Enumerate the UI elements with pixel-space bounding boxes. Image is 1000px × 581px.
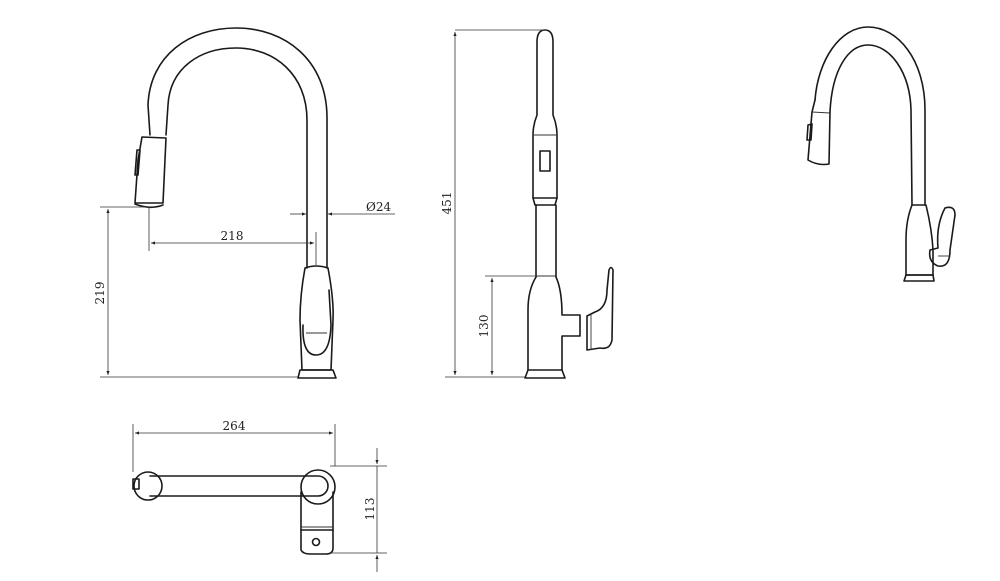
pull-out-head: [532, 29, 558, 199]
spout-inner: [829, 44, 913, 206]
dimension-label-219: 219: [93, 282, 107, 305]
handle-hole: [311, 537, 321, 547]
dimension-label-264: 264: [223, 419, 246, 433]
dimension-label-218: 218: [221, 229, 244, 243]
spray-head: [807, 99, 831, 166]
handle-body: [300, 491, 334, 531]
body: [905, 204, 934, 276]
spray-head-ring: [133, 471, 163, 501]
base: [903, 274, 935, 282]
body: [299, 265, 334, 371]
spout-inner: [165, 47, 308, 269]
base: [524, 369, 566, 379]
perspective-view: [806, 26, 956, 282]
dimension-label-113: 113: [363, 498, 377, 521]
handle-cap: [300, 529, 334, 555]
spray-button: [132, 478, 140, 490]
handle: [302, 289, 332, 356]
front-view: 219 218 Ø24: [93, 27, 395, 379]
spray-button: [134, 149, 141, 176]
dimension-label-130: 130: [477, 315, 491, 338]
body-ring: [300, 469, 336, 505]
base: [297, 369, 337, 379]
top-view: 264 113: [132, 419, 387, 572]
spout-bar: [149, 475, 329, 497]
body: [527, 276, 581, 371]
handle-lever: [928, 206, 956, 267]
dimension-label-diameter: Ø24: [366, 200, 391, 214]
spout-outer: [814, 26, 926, 206]
dimension-label-451: 451: [440, 192, 454, 215]
spray-button: [539, 150, 551, 172]
side-view: 451 130: [440, 29, 614, 379]
stem: [535, 204, 557, 278]
handle-lever: [586, 266, 614, 351]
spout-outer: [147, 27, 328, 269]
spray-head: [134, 136, 167, 204]
